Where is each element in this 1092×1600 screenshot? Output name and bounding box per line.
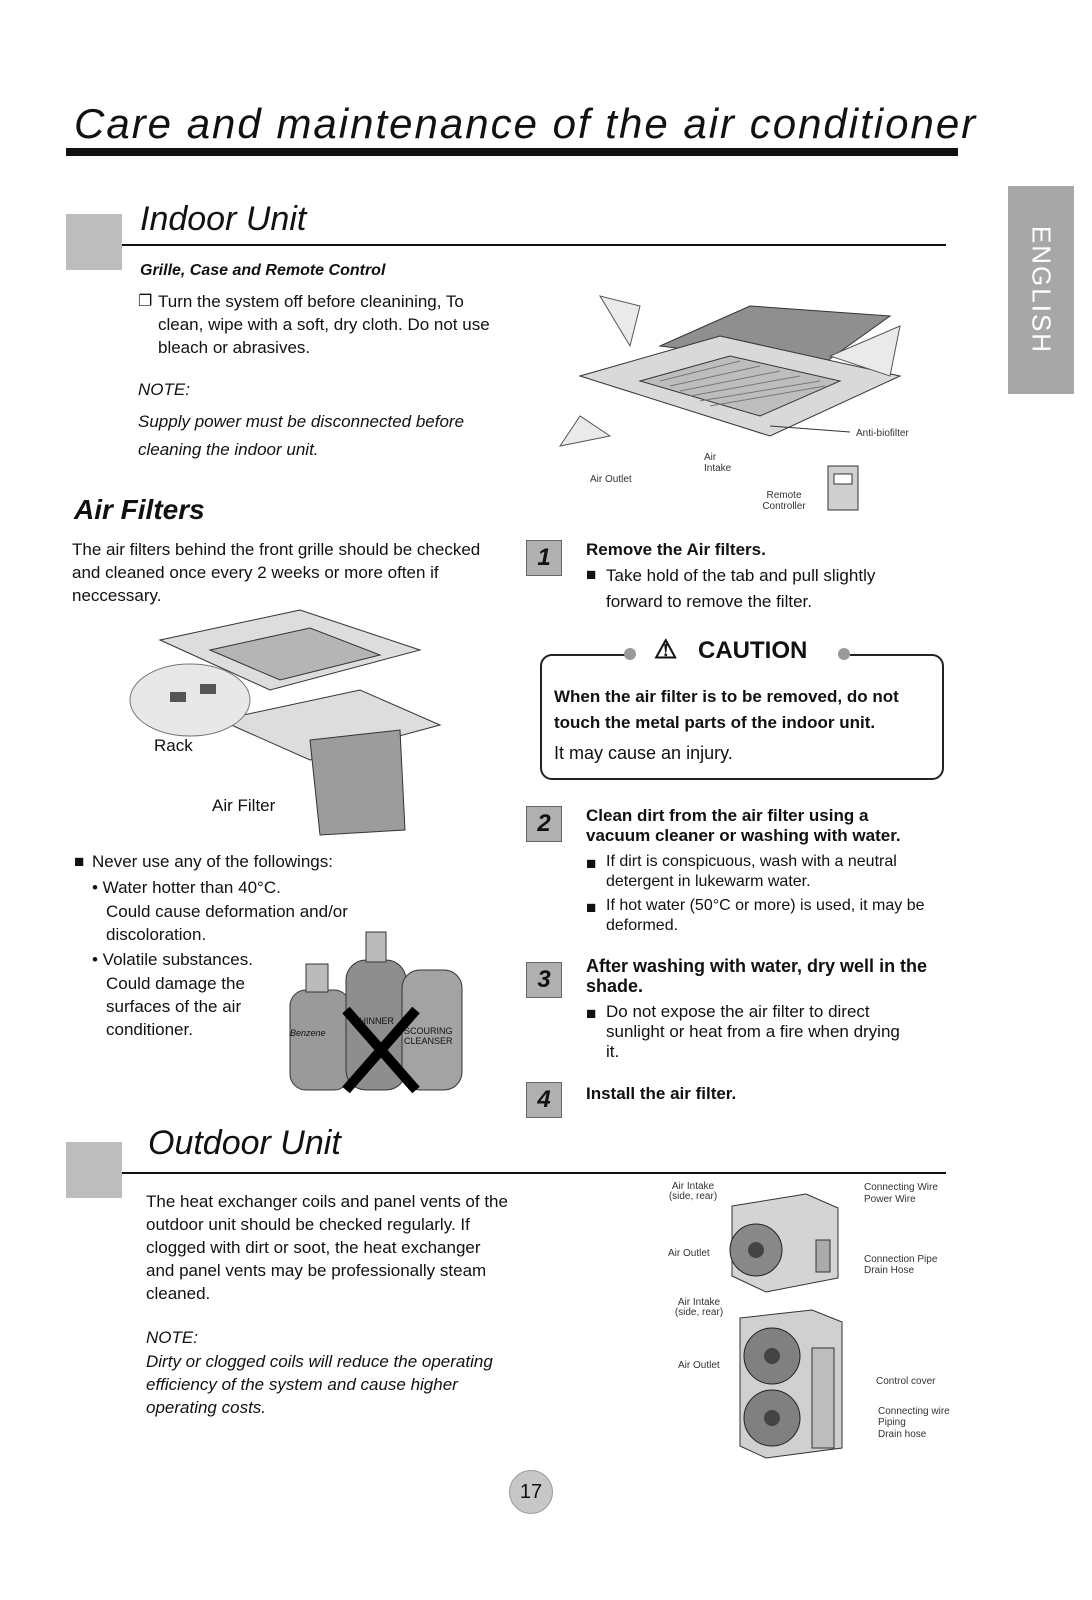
step-2-badge: 2 xyxy=(526,806,562,842)
outdoor-note-label: NOTE: xyxy=(146,1328,198,1347)
outdoor-unit-dual-fan-diagram xyxy=(739,1309,843,1459)
step-2-bullet-1-icon: ■ xyxy=(586,854,597,873)
unit1-air-intake-label: Air Intake (side, rear) xyxy=(668,1181,718,1202)
anti-biofilter-label: Anti-biofilter xyxy=(856,428,909,439)
scouring-cleanser-label: SCOURING CLEANSER xyxy=(404,1026,453,1046)
section-rule xyxy=(122,244,946,246)
air-filters-intro: The air filters behind the front grille … xyxy=(72,540,481,605)
warning-triangle-icon: ⚠ xyxy=(654,634,678,664)
air-intake-label: Air Intake xyxy=(704,452,732,474)
air-filters-heading: Air Filters xyxy=(74,494,205,525)
caution-bold-text: When the air filter is to be removed, do… xyxy=(554,687,899,732)
checkbox-bullet-icon: ❐ xyxy=(138,293,153,310)
step-3-badge: 3 xyxy=(526,962,562,998)
language-tab-label: ENGLISH xyxy=(1026,225,1057,355)
indoor-instructions: Turn the system off before cleanining, T… xyxy=(158,292,490,357)
unit2-connecting-wire-label: Connecting wire xyxy=(878,1406,950,1417)
step-3-bullet: Do not expose the air filter to direct s… xyxy=(606,1002,900,1061)
step-1-bullet-icon: ■ xyxy=(586,565,597,584)
section-marker xyxy=(66,214,122,270)
remote-controller-label: Remote Controller xyxy=(762,490,806,512)
item-water-head: • Water hotter than 40°C. xyxy=(92,878,281,897)
air-filter-label: Air Filter xyxy=(212,796,276,815)
indoor-note-label: NOTE: xyxy=(138,380,190,399)
outdoor-unit-single-fan-diagram xyxy=(729,1193,839,1293)
benzene-label: Benzene xyxy=(290,1028,326,1038)
unit1-power-wire-label: Power Wire xyxy=(864,1194,916,1205)
indoor-note-text: Supply power must be disconnected before… xyxy=(138,412,465,459)
outdoor-note-text: Dirty or clogged coils will reduce the o… xyxy=(146,1352,493,1417)
step-2-bullet-2-icon: ■ xyxy=(586,898,597,917)
air-outlet-label: Air Outlet xyxy=(590,474,632,485)
indoor-unit-heading: Indoor Unit xyxy=(140,200,307,238)
unit1-air-outlet-label: Air Outlet xyxy=(668,1248,710,1259)
thinner-label: THINNER xyxy=(354,1016,394,1026)
step-2-title: Clean dirt from the air filter using a v… xyxy=(586,806,901,845)
step-2-bullet-2: If hot water (50°C or more) is used, it … xyxy=(606,897,925,934)
step-3-title: After washing with water, dry well in th… xyxy=(586,956,928,996)
section-rule xyxy=(122,1172,946,1174)
unit1-connection-pipe-label: Connection Pipe xyxy=(864,1254,938,1265)
step-4-title: Install the air filter. xyxy=(586,1084,737,1103)
grille-subheading: Grille, Case and Remote Control xyxy=(140,262,386,279)
never-use-icon: ■ xyxy=(74,852,85,871)
unit2-drain-hose-label: Drain hose xyxy=(878,1429,927,1440)
section-marker xyxy=(66,1142,122,1198)
caution-label: CAUTION xyxy=(698,637,808,664)
title-rule xyxy=(66,148,958,156)
item-volatile-detail: Could damage the surfaces of the air con… xyxy=(106,974,245,1039)
outdoor-body: The heat exchanger coils and panel vents… xyxy=(146,1192,508,1303)
language-tab: ENGLISH xyxy=(1008,186,1074,394)
page-number: 17 xyxy=(509,1470,553,1514)
unit1-drain-hose-label: Drain Hose xyxy=(864,1265,915,1276)
step-1-title: Remove the Air filters. xyxy=(586,540,766,559)
outdoor-unit-heading: Outdoor Unit xyxy=(148,1124,341,1162)
caution-dot-left-icon xyxy=(624,648,636,660)
never-use-text: Never use any of the followings: xyxy=(92,852,333,871)
unit2-piping-label: Piping xyxy=(878,1417,906,1428)
rack-label: Rack xyxy=(154,736,193,755)
caution-text: It may cause an injury. xyxy=(554,743,733,763)
caution-dot-right-icon xyxy=(838,648,850,660)
step-2-bullet-1: If dirt is conspicuous, wash with a neut… xyxy=(606,853,897,890)
filter-removal-diagram xyxy=(129,609,442,836)
step-1-bullet: Take hold of the tab and pull slightly f… xyxy=(606,566,876,611)
page-title: Care and maintenance of the air conditio… xyxy=(74,100,978,147)
item-volatile-head: • Volatile substances. xyxy=(92,950,253,969)
step-3-bullet-icon: ■ xyxy=(586,1004,597,1023)
unit2-air-outlet-label: Air Outlet xyxy=(678,1360,720,1371)
caution-header-bg xyxy=(626,636,850,670)
unit2-control-cover-label: Control cover xyxy=(876,1376,936,1387)
step-4-badge: 4 xyxy=(526,1082,562,1118)
unit2-air-intake-label: Air Intake (side, rear) xyxy=(674,1297,724,1318)
step-1-badge: 1 xyxy=(526,540,562,576)
solvent-bottles-illustration xyxy=(289,931,463,1094)
unit1-connecting-wire-label: Connecting Wire xyxy=(864,1182,938,1193)
item-water-detail: Could cause deformation and/or discolora… xyxy=(106,902,348,944)
indoor-unit-diagram xyxy=(558,295,902,511)
